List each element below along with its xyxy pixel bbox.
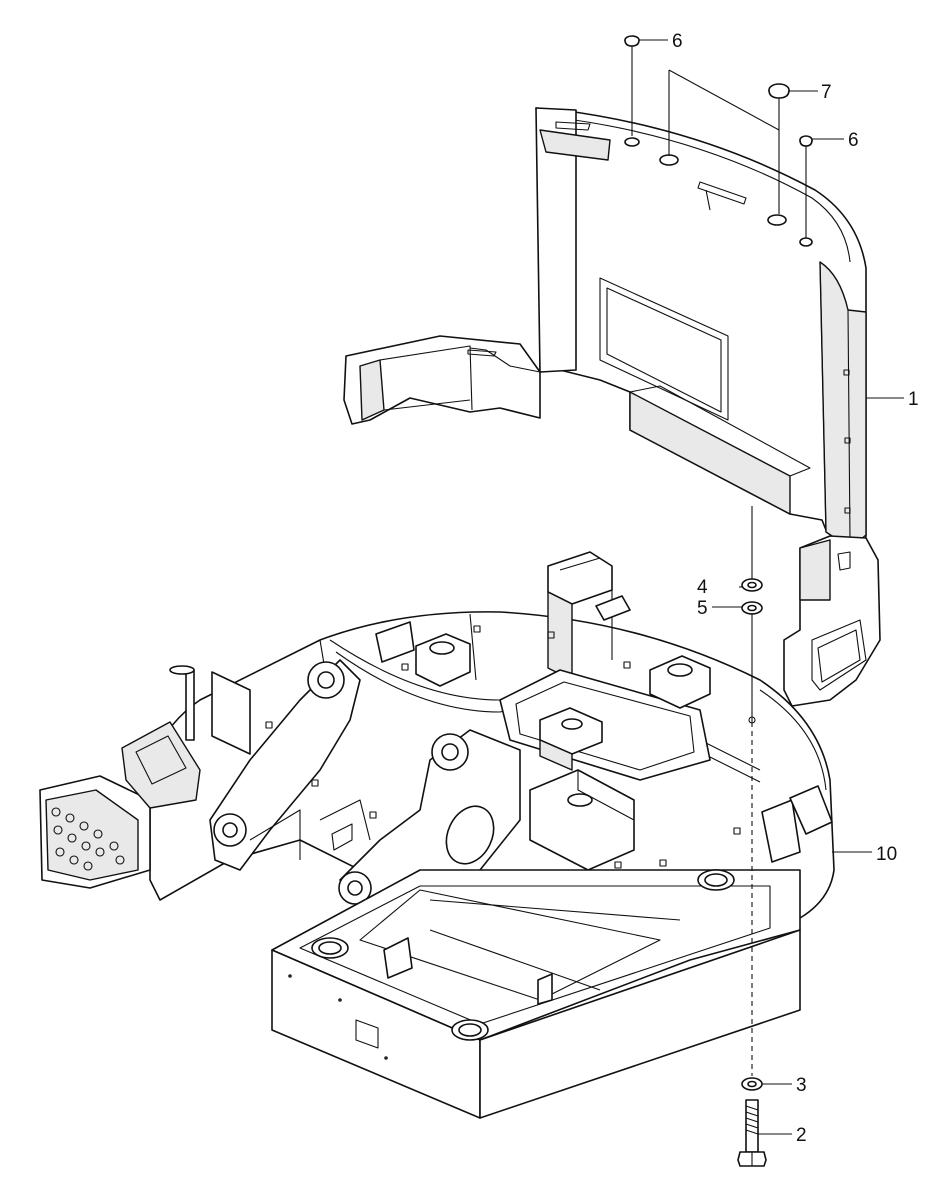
washer-part-3 bbox=[741, 1077, 763, 1091]
callout-6-right: 6 bbox=[848, 130, 859, 151]
callout-1: 1 bbox=[908, 389, 919, 410]
washer-part-5 bbox=[741, 601, 763, 615]
step-dots bbox=[51, 807, 125, 871]
callout-6-left: 6 bbox=[672, 31, 683, 52]
frame-bolts bbox=[265, 625, 756, 869]
counterweight-part-1 bbox=[343, 107, 881, 707]
callout-3: 3 bbox=[796, 1075, 807, 1096]
cap-part-7 bbox=[768, 83, 790, 214]
callout-7: 7 bbox=[821, 82, 832, 103]
callout-leaders bbox=[639, 39, 904, 1135]
callout-5: 5 bbox=[697, 598, 708, 619]
callout-10: 10 bbox=[876, 844, 897, 865]
callout-4: 4 bbox=[697, 577, 708, 598]
cap-part-6-right bbox=[799, 135, 813, 238]
washer-part-4 bbox=[741, 578, 763, 592]
callout-2: 2 bbox=[796, 1125, 807, 1146]
upper-frame-part-10 bbox=[39, 551, 835, 1119]
bolt-part-2 bbox=[737, 1099, 767, 1167]
